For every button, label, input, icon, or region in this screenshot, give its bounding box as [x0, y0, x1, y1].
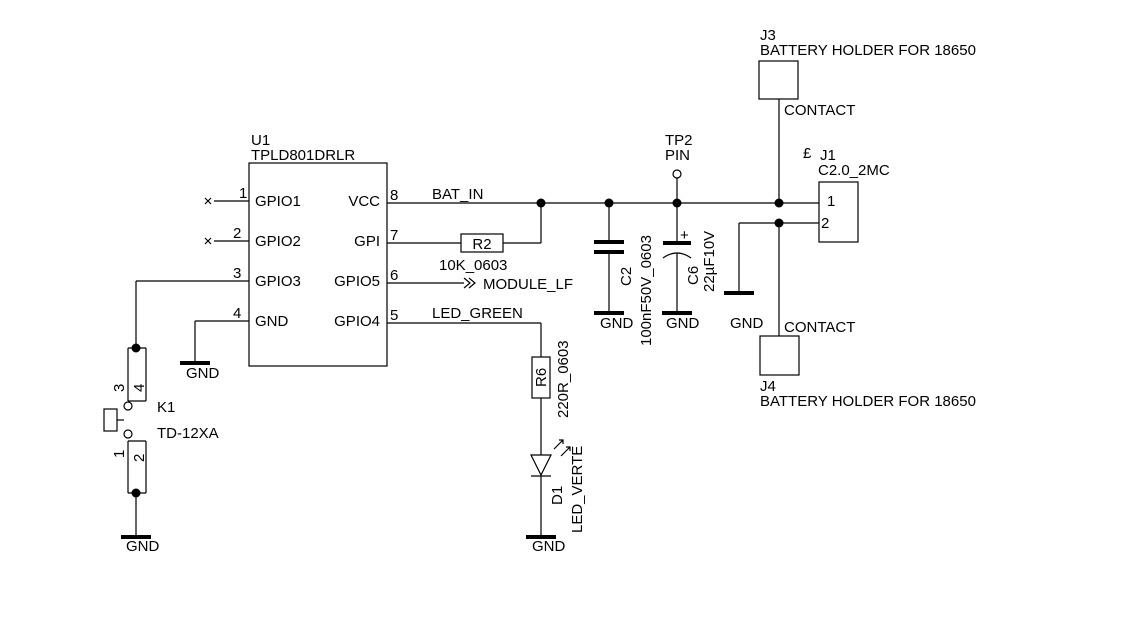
- u1-pin8-num: 8: [390, 187, 398, 204]
- j4-battery-holder: CONTACT J4 BATTERY HOLDER FOR 18650: [759, 319, 976, 410]
- no-connect-pin1-icon: [204, 197, 212, 205]
- u1-pin1-num: 1: [239, 185, 247, 202]
- j4-value: BATTERY HOLDER FOR 18650: [760, 393, 976, 410]
- c6-capacitor: + C6 22µF10V: [662, 178, 718, 312]
- k1-pin3: 3: [111, 384, 128, 392]
- c2-capacitor: C2 100nF50V_0603: [594, 203, 655, 346]
- j1-pin2: 2: [821, 215, 829, 232]
- k1-actuator: [103, 408, 118, 432]
- k1-pin2: 2: [131, 454, 148, 462]
- led-green-net: LED_GREEN: [430, 305, 542, 357]
- c2-value: 100nF50V_0603: [638, 235, 655, 346]
- tp2-circle-icon: [672, 169, 682, 179]
- u1-part: TPLD801DRLR: [251, 147, 355, 164]
- no-connect-pin2-icon: [204, 237, 212, 245]
- k1-value: TD-12XA: [157, 425, 219, 442]
- k1-contact-icon: [123, 429, 133, 439]
- bat-in-label: BAT_IN: [432, 186, 483, 203]
- gnd-j1: GND: [724, 291, 764, 332]
- j1-pin1: 1: [827, 193, 835, 210]
- u1-pin3-num: 3: [233, 265, 241, 282]
- k1-switch: 3 4 1 2 K1 TD-12XA: [103, 280, 219, 536]
- j1-ref: J1: [820, 147, 836, 164]
- u1-pin5-name: GPIO4: [334, 313, 380, 330]
- r6-resistor: R6 220R_0603: [531, 340, 572, 455]
- j1-body: [818, 181, 859, 243]
- j3-pin-label: CONTACT: [784, 102, 855, 119]
- j3-ref: J3: [760, 27, 776, 44]
- u1-pin2-name: GPIO2: [255, 233, 301, 250]
- c6-value: 22µF10V: [701, 231, 718, 292]
- c2-ref: C2: [618, 267, 635, 286]
- u1-pin1-name: GPIO1: [255, 193, 301, 210]
- u1-pin2-num: 2: [233, 225, 241, 242]
- gnd-label: GND: [666, 315, 700, 332]
- gnd-label: GND: [126, 538, 160, 555]
- u1-chip: U1 TPLD801DRLR 1 2 3 4 GPIO1 GPIO2 GPIO3…: [214, 132, 430, 367]
- tp2-testpoint: TP2 PIN: [665, 132, 693, 179]
- r2-resistor: R2 10K_0603: [430, 233, 541, 274]
- d1-light-arrow-icon: [553, 439, 564, 450]
- k1-ref: K1: [157, 399, 175, 416]
- u1-pin7-name: GPI: [354, 233, 380, 250]
- gnd-k1: GND: [121, 535, 160, 555]
- k1-contact-icon: [123, 401, 133, 411]
- u1-pin5-num: 5: [390, 307, 398, 324]
- u1-pin6-name: GPIO5: [334, 273, 380, 290]
- gnd-label: GND: [532, 538, 566, 555]
- u1-ref: U1: [251, 132, 270, 149]
- k1-pin1: 1: [111, 450, 128, 458]
- gnd-label: GND: [186, 365, 220, 382]
- no-connect-marks: [204, 197, 212, 245]
- j3-battery-holder: J3 BATTERY HOLDER FOR 18650 CONTACT: [758, 27, 976, 203]
- r2-value: 10K_0603: [439, 257, 507, 274]
- r2-ref: R2: [472, 236, 491, 253]
- gnd-d1: GND: [526, 535, 566, 555]
- led-green-label: LED_GREEN: [432, 305, 523, 322]
- u1-pin4-num: 4: [233, 305, 241, 322]
- module-lf-label: MODULE_LF: [483, 276, 573, 293]
- d1-triangle-icon: [530, 454, 552, 477]
- gnd-label: GND: [600, 315, 634, 332]
- j1-connector: £ J1 C2.0_2MC 1 2: [738, 145, 890, 336]
- gnd-c2: GND: [594, 311, 634, 332]
- u1-pin8-name: VCC: [348, 193, 380, 210]
- u1-pin3-name: GPIO3: [255, 273, 301, 290]
- r6-ref: R6: [533, 368, 550, 387]
- u1-pin7-num: 7: [390, 227, 398, 244]
- c6-polarity: +: [680, 227, 689, 244]
- d1-led: D1 LED_VERTE: [530, 439, 586, 536]
- j1-value: C2.0_2MC: [818, 162, 890, 179]
- d1-value: LED_VERTE: [569, 446, 586, 533]
- j4-ref: J4: [760, 378, 776, 395]
- d1-ref: D1: [549, 486, 566, 505]
- d1-light-arrow-icon: [560, 446, 571, 457]
- tp2-ref: TP2: [665, 132, 693, 149]
- k1-pin4: 4: [131, 384, 148, 392]
- gnd-label: GND: [730, 315, 764, 332]
- offpage-arrow-icon: [463, 277, 476, 289]
- u1-pin4-name: GND: [255, 313, 289, 330]
- j4-body: [759, 335, 800, 376]
- gnd-c6: GND: [662, 311, 700, 332]
- tp2-value: PIN: [665, 147, 690, 164]
- j4-pin-label: CONTACT: [784, 319, 855, 336]
- u1-pin6-num: 6: [390, 267, 398, 284]
- j1-marker: £: [803, 145, 812, 162]
- u1-body: [248, 162, 388, 367]
- gnd-u1: GND: [180, 320, 220, 382]
- j3-value: BATTERY HOLDER FOR 18650: [760, 42, 976, 59]
- junction-dot: [536, 198, 546, 208]
- j3-body: [758, 60, 799, 100]
- c6-ref: C6: [685, 266, 702, 285]
- r6-value: 220R_0603: [555, 340, 572, 418]
- module-lf-net: MODULE_LF: [430, 276, 573, 293]
